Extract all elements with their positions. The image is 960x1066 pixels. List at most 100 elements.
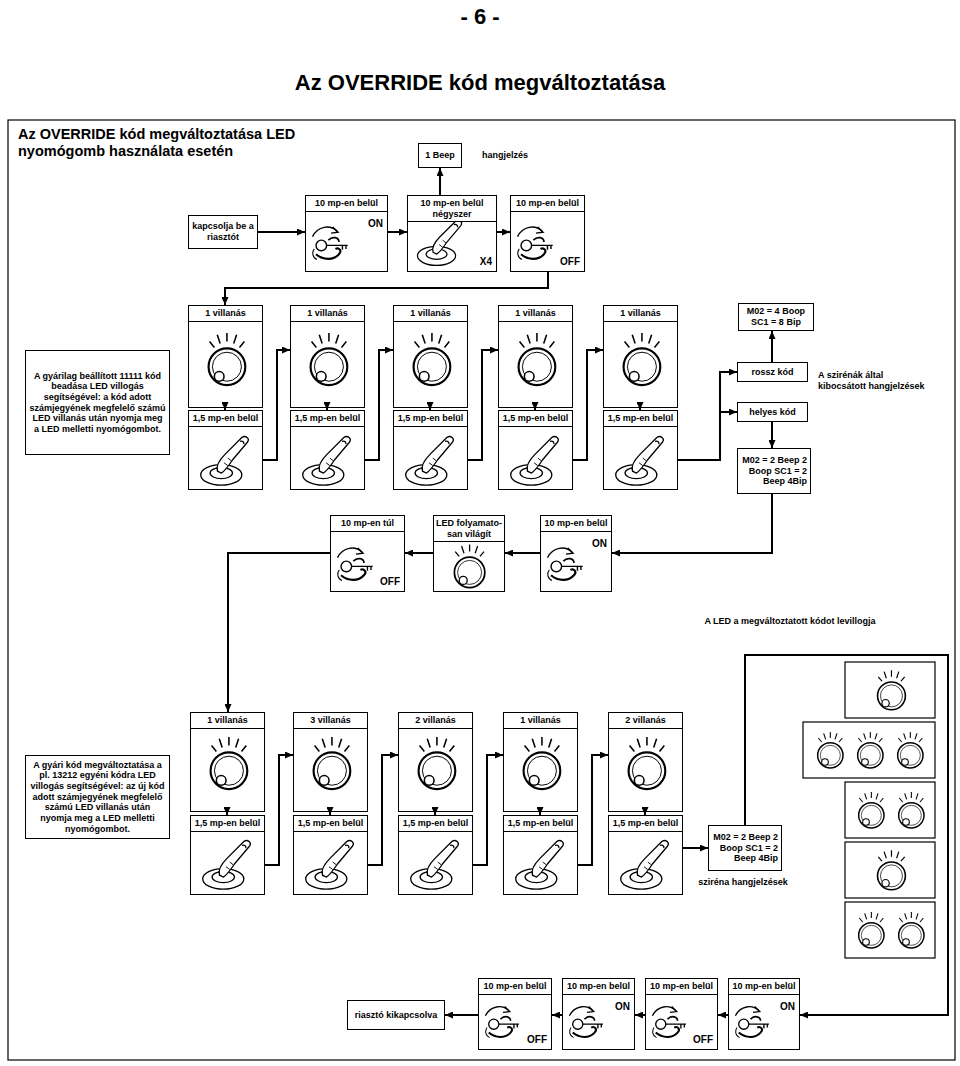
led-button <box>314 737 351 789</box>
led-button <box>311 333 348 385</box>
note-box: A gyári kód megváltoztatása a pl. 13212 … <box>25 755 170 839</box>
key-switch <box>652 1007 686 1038</box>
process-box: 1 villanás <box>503 712 578 812</box>
finger-press <box>516 841 564 890</box>
process-box: LED folyamato- san világít <box>433 515 505 592</box>
connector-arrow <box>678 372 737 460</box>
box-text: 1,5 mp-en belül <box>499 411 572 427</box>
box-text: 1,5 mp-en belül <box>294 816 367 832</box>
finger-press <box>511 437 559 486</box>
box-text: 1,5 mp-en belül <box>604 411 677 427</box>
connector-arrow <box>258 231 305 233</box>
process-box: 1,5 mp-en belül <box>498 410 573 490</box>
led-frame <box>845 782 935 838</box>
connector-arrow <box>718 1014 728 1016</box>
box-text: 10 mp-en belül <box>511 196 584 212</box>
connector-arrow <box>771 422 773 448</box>
led-button <box>899 792 924 828</box>
box-text: 10 mp-en belül <box>563 979 634 995</box>
key-switch <box>735 1007 769 1038</box>
process-box: 2 villanás <box>398 712 473 812</box>
key-switch <box>338 548 373 581</box>
connector-arrow <box>683 847 708 849</box>
led-frame <box>845 902 935 958</box>
note-label: A szirénák által kibocsátott hangjelzése… <box>818 370 928 392</box>
row4-pictures <box>203 737 669 889</box>
box-text: 1 villanás <box>189 306 262 322</box>
led-button <box>209 333 246 385</box>
box-text: 10 mp-en túl <box>331 516 404 532</box>
process-box: 1 Beep <box>418 143 462 168</box>
led-button <box>629 737 666 789</box>
led-button <box>524 737 561 789</box>
process-box: M02 = 2 Beep 2 Boop SC1 = 2 Beep 4Bip <box>737 448 811 494</box>
led-button <box>211 737 248 789</box>
box-text: 10 mp-en belül <box>306 196 387 212</box>
process-box: 2 villanás <box>608 712 683 812</box>
title: Az OVERRIDE kód megváltoztatása <box>0 70 960 96</box>
box-text: 2 villanás <box>399 713 472 729</box>
led-button <box>454 544 484 587</box>
process-box: M02 = 2 Beep 2 Boop SC1 = 2 Beep 4Bip <box>708 825 782 871</box>
led-button <box>858 732 883 768</box>
led-button <box>899 912 924 948</box>
process-box: 10 mp-en belülOFF <box>510 195 585 272</box>
connector-arrow <box>678 412 737 460</box>
connector-arrow <box>473 755 503 865</box>
note-label: hangjelzés <box>482 150 552 161</box>
process-box: 10 mp-en belülON <box>562 978 635 1050</box>
led-button <box>414 333 451 385</box>
connector-arrow <box>445 1014 478 1016</box>
connector-arrow <box>228 553 330 712</box>
process-box: 1 villanás <box>603 305 678 408</box>
box-text: 1,5 mp-en belül <box>609 816 682 832</box>
process-box: 1,5 mp-en belül <box>608 815 683 895</box>
finger-press <box>621 841 669 890</box>
box-text: M02 = 2 Beep 2 Boop SC1 = 2 Beep 4Bip <box>712 832 778 864</box>
key-switch <box>548 548 583 581</box>
finger-press <box>417 220 461 265</box>
box-text: A gyári kód megváltoztatása a pl. 13212 … <box>29 760 166 834</box>
connector-arrow <box>265 755 293 865</box>
page-number: - 6 - <box>0 4 960 30</box>
connector-arrow <box>225 272 548 305</box>
switch-state: X4 <box>480 256 492 268</box>
switch-state: OFF <box>560 256 580 268</box>
process-box: 1,5 mp-en belül <box>398 815 473 895</box>
box-text: 10 mp-en belül négyszer <box>408 196 496 222</box>
connector-arrow <box>388 231 407 233</box>
box-text: A gyárilag beállított 11111 kód beadása … <box>29 371 166 435</box>
connector-arrow <box>573 350 603 460</box>
connector-arrow <box>497 231 510 233</box>
process-box: helyes kód <box>737 402 808 422</box>
note-label: A LED a megváltoztatott kódot levillogja <box>700 616 880 627</box>
process-box: 1 villanás <box>498 305 573 408</box>
row3-pictures <box>338 544 583 587</box>
led-button <box>818 732 843 768</box>
switch-state: ON <box>368 218 383 230</box>
subtitle: Az OVERRIDE kód megváltoztatása LED nyom… <box>18 126 338 161</box>
process-box: 1,5 mp-en belül <box>503 815 578 895</box>
finger-press <box>201 437 249 486</box>
process-box: 10 mp-en belülON <box>728 978 800 1050</box>
box-text: 1,5 mp-en belül <box>291 411 364 427</box>
process-box: 1 villanás <box>290 305 365 408</box>
process-box: 1,5 mp-en belül <box>393 410 468 490</box>
process-box: rossz kód <box>737 362 808 382</box>
process-box: 10 mp-en belülON <box>540 515 612 592</box>
box-text: 1,5 mp-en belül <box>189 411 262 427</box>
key-switch <box>569 1007 603 1038</box>
process-box: 1 villanás <box>190 712 265 812</box>
finger-press <box>616 437 664 486</box>
process-box: M02 = 4 Boop SC1 = 8 Bip <box>738 303 814 331</box>
process-box: 1,5 mp-en belül <box>603 410 678 490</box>
box-text: 1 villanás <box>191 713 264 729</box>
key-switch <box>518 227 553 260</box>
connector-arrow <box>612 494 772 553</box>
switch-state: OFF <box>693 1034 713 1046</box>
process-box: 1,5 mp-en belül <box>290 410 365 490</box>
connector-arrow <box>505 552 540 554</box>
